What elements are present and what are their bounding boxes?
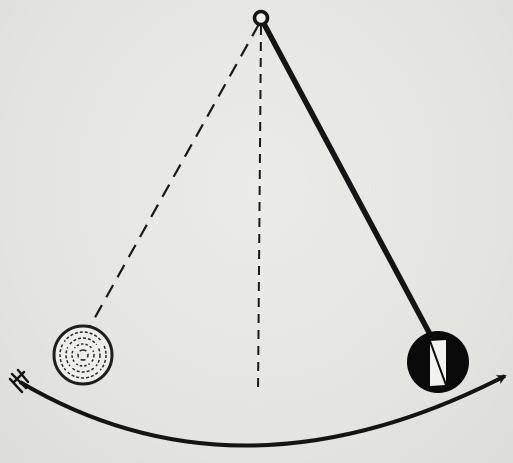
pendulum-bob-ghost-left bbox=[54, 326, 112, 384]
pendulum-rod-dashed-left bbox=[88, 24, 259, 330]
pendulum-rod-solid bbox=[263, 22, 432, 338]
pivot-point bbox=[255, 12, 268, 25]
pendulum-bob-solid bbox=[407, 331, 469, 393]
center-vertical-dashed-line bbox=[258, 26, 261, 392]
